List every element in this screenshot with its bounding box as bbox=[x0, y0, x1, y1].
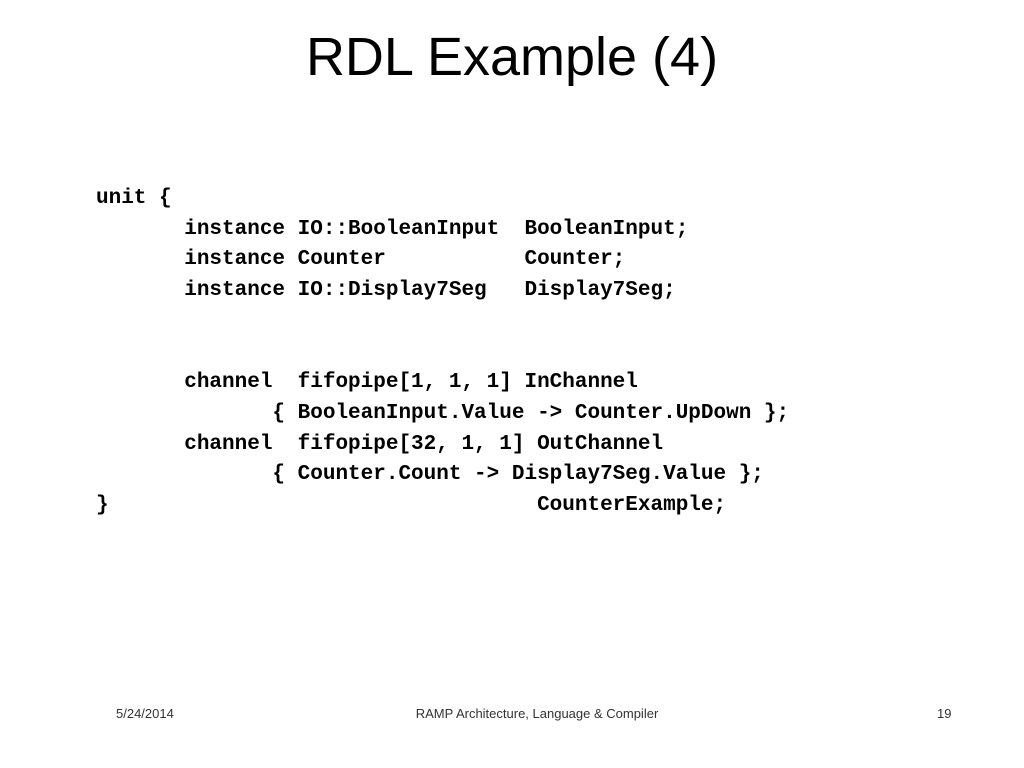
footer-presentation-title: RAMP Architecture, Language & Compiler bbox=[415, 706, 659, 721]
code-line: channel fifopipe[1, 1, 1] InChannel bbox=[96, 371, 638, 395]
footer-page-number: 19 bbox=[937, 706, 952, 721]
code-line: channel fifopipe[32, 1, 1] OutChannel bbox=[96, 432, 664, 456]
code-block: unit { instance IO::BooleanInput Boolean… bbox=[96, 184, 789, 522]
code-line bbox=[96, 307, 789, 338]
code-line: unit { bbox=[96, 187, 172, 210]
code-line: { BooleanInput.Value -> Counter.UpDown }… bbox=[96, 401, 790, 425]
slide-title: RDL Example (4) bbox=[305, 27, 719, 87]
code-line: instance Counter Counter; bbox=[96, 248, 626, 272]
code-line bbox=[96, 337, 789, 368]
footer-date: 5/24/2014 bbox=[116, 706, 174, 721]
code-line: } CounterExample; bbox=[96, 493, 727, 517]
code-line: { Counter.Count -> Display7Seg.Value }; bbox=[96, 463, 764, 487]
code-line: instance IO::BooleanInput BooleanInput; bbox=[96, 217, 689, 241]
code-line: instance IO::Display7Seg Display7Seg; bbox=[96, 279, 676, 303]
